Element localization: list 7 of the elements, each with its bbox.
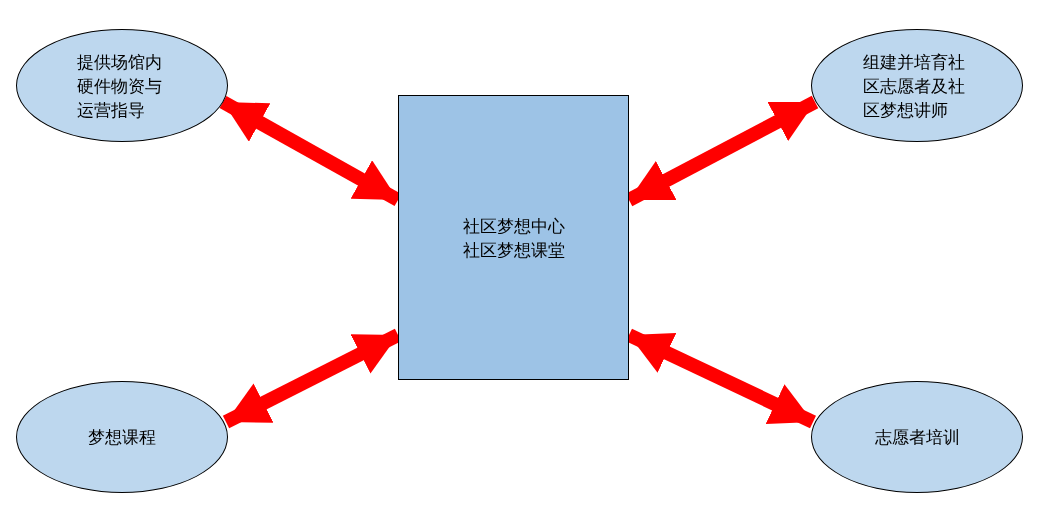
node-label: 梦想课程: [87, 426, 157, 449]
node-label: 提供场馆内硬件物资与运营指导: [77, 50, 163, 122]
node-label: 组建并培育社区志愿者及社区梦想讲师: [863, 50, 966, 122]
node-label: 社区梦想课堂: [461, 238, 566, 262]
node-label: 志愿者培训: [873, 426, 961, 449]
node-label: 社区梦想中心: [461, 214, 566, 238]
process-box: [398, 95, 629, 380]
